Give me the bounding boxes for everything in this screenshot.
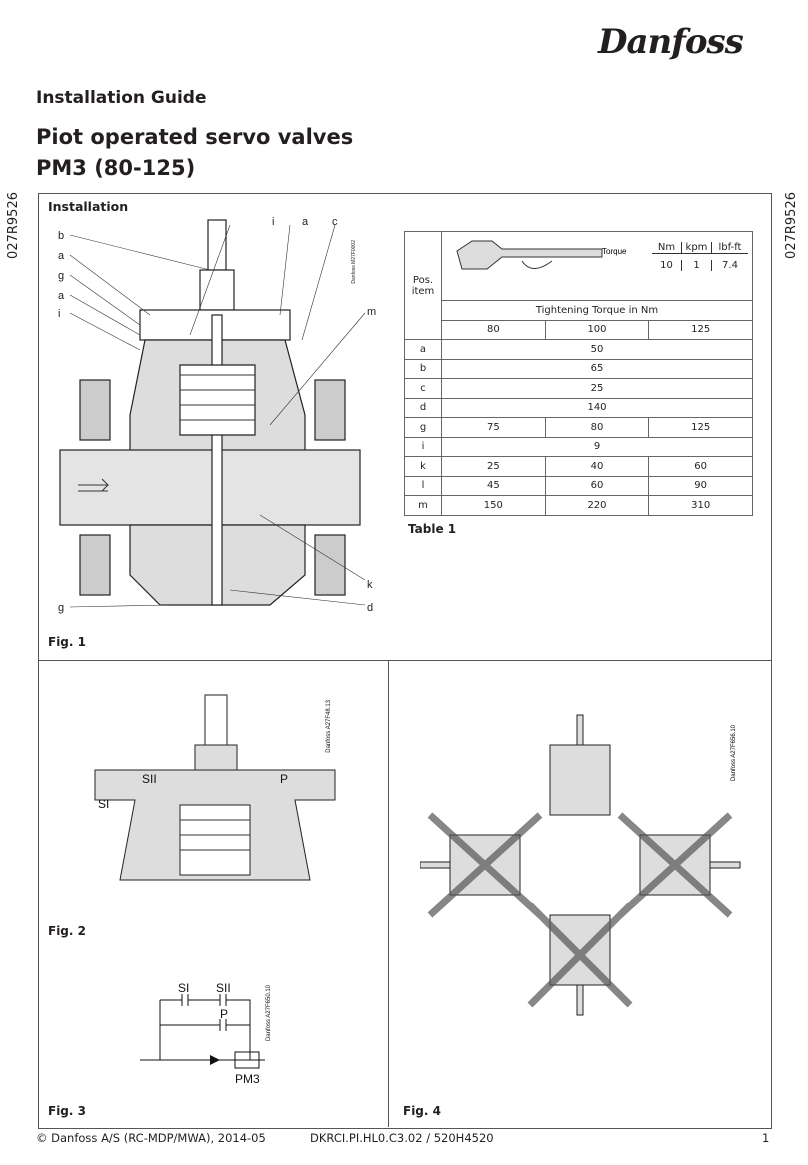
- table1-caption: Table 1: [408, 522, 457, 536]
- fig1-label-i: i: [272, 216, 274, 228]
- torque-table: Pos. item Torque Nm kpm lbf-ft 10 1 7.4 …: [404, 231, 753, 516]
- fig2-label-si: SI: [98, 797, 109, 811]
- value-cell: 50: [441, 339, 753, 360]
- unit-kpm: kpm: [682, 242, 712, 254]
- fig3-label-si: SI: [178, 981, 189, 995]
- fig1-label-c: c: [332, 216, 338, 228]
- fig1-label-k: k: [367, 579, 373, 591]
- torque-label: Torque: [602, 247, 627, 256]
- fig1-code: Danfoss M27F0002: [351, 240, 357, 284]
- value-cell: 9: [441, 436, 753, 457]
- fig4-drawing: Danfoss A27F656.10: [420, 714, 741, 1016]
- footer-doc-code: DKRCI.PI.HL0.C3.02 / 520H4520: [310, 1131, 494, 1145]
- value-cell: 220: [544, 495, 650, 516]
- side-code-right: 027R9526: [784, 192, 799, 259]
- fig4-code: Danfoss A27F656.10: [731, 724, 737, 781]
- fig1-label-a: a: [58, 250, 65, 262]
- value-cell: 25: [441, 456, 546, 477]
- fig1-label-b: b: [58, 230, 64, 242]
- pos-cell: b: [404, 358, 442, 379]
- value-cell: 65: [441, 358, 753, 379]
- pos-header: Pos. item: [404, 231, 442, 340]
- unit-nm: Nm: [652, 242, 682, 254]
- fig3-label-p: P: [220, 1007, 228, 1021]
- value-cell: 310: [648, 495, 753, 516]
- value-cell: 60: [544, 475, 650, 496]
- fig3-label-pm3: PM3: [235, 1072, 260, 1086]
- fig1-caption: Fig. 1: [48, 635, 86, 649]
- value-nm: 10: [652, 260, 682, 271]
- size-125: 125: [648, 319, 753, 340]
- value-cell: 25: [441, 378, 753, 399]
- fig2-drawing: SII SI P Danfoss A27F48.13: [94, 694, 336, 881]
- fig1-drawing: b a g a i i a c m k d g Danfoss M27F0002: [58, 216, 376, 614]
- value-cell: 90: [648, 475, 753, 496]
- pos-cell: d: [404, 397, 442, 418]
- footer-page-number: 1: [762, 1131, 770, 1145]
- page-title-line1: Piot operated servo valves: [36, 125, 354, 149]
- fig3-caption: Fig. 3: [48, 1104, 86, 1118]
- fig1-label-g: g: [58, 270, 64, 282]
- fig3-diagram: SI SII P PM3 Danfoss A27F650.10: [140, 981, 272, 1086]
- value-cell: 80: [544, 417, 650, 438]
- pos-cell: l: [404, 475, 442, 496]
- pos-cell: a: [404, 339, 442, 360]
- fig1-label-a: a: [302, 216, 309, 228]
- divider: [38, 660, 771, 661]
- torque-illustration-cell: Torque Nm kpm lbf-ft 10 1 7.4: [441, 231, 753, 301]
- pos-cell: c: [404, 378, 442, 399]
- value-lbfft: 7.4: [722, 260, 738, 271]
- content-frame: [38, 193, 772, 1129]
- section-title: Installation: [48, 199, 129, 214]
- fig3-label-sii: SII: [216, 981, 231, 995]
- side-code-left: 027R9526: [6, 192, 21, 259]
- fig1-label-m: m: [367, 306, 376, 318]
- divider: [388, 660, 389, 1127]
- danfoss-logo: Danfoss: [598, 22, 744, 62]
- fig1-label-i: i: [58, 308, 60, 320]
- value-cell: 40: [544, 456, 650, 477]
- value-kpm: 1: [682, 260, 712, 271]
- doc-type: Installation Guide: [36, 88, 207, 108]
- fig1-label-g: g: [58, 602, 64, 614]
- value-cell: 150: [441, 495, 546, 516]
- fig1-label-a: a: [58, 290, 65, 302]
- value-cell: 60: [648, 456, 753, 477]
- fig2-caption: Fig. 2: [48, 924, 86, 938]
- size-100: 100: [544, 319, 650, 340]
- fig2-code: Danfoss A27F48.13: [326, 699, 332, 752]
- unit-lbfft: lbf-ft: [712, 242, 748, 254]
- page-title-line2: PM3 (80-125): [36, 156, 196, 180]
- subheader: Tightening Torque in Nm: [441, 300, 753, 321]
- footer-copyright: © Danfoss A/S (RC-MDP/MWA), 2014-05: [36, 1131, 266, 1145]
- pos-cell: g: [404, 417, 442, 438]
- wrench-icon: Torque: [456, 240, 627, 270]
- pos-cell: i: [404, 436, 442, 457]
- value-cell: 140: [441, 397, 753, 418]
- value-cell: 125: [648, 417, 753, 438]
- pos-cell: m: [404, 495, 442, 516]
- fig1-label-d: d: [367, 602, 373, 614]
- pos-cell: k: [404, 456, 442, 477]
- value-cell: 45: [441, 475, 546, 496]
- fig3-code: Danfoss A27F650.10: [266, 984, 272, 1041]
- fig4-caption: Fig. 4: [403, 1104, 441, 1118]
- size-80: 80: [441, 319, 546, 340]
- fig2-label-p: P: [280, 772, 288, 786]
- value-cell: 75: [441, 417, 546, 438]
- fig2-label-sii: SII: [142, 772, 157, 786]
